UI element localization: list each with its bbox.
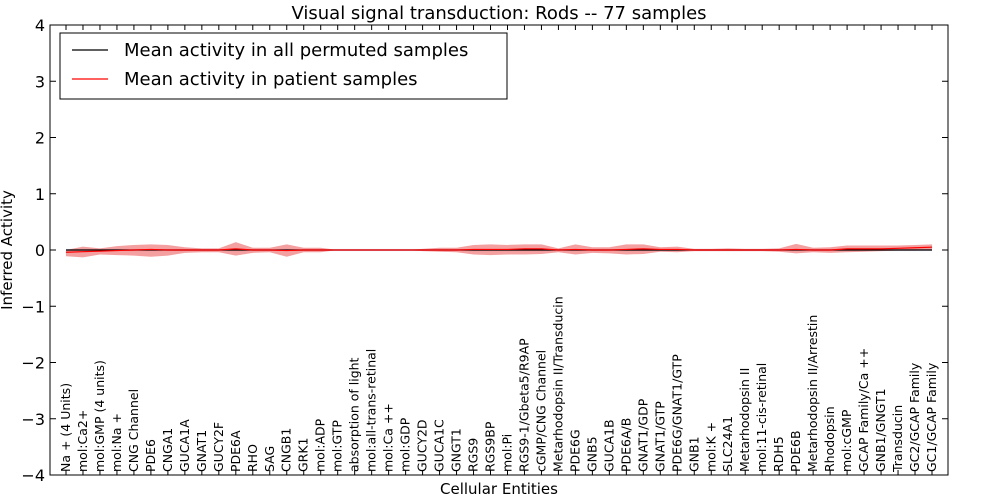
- y-tick-label: 0: [35, 241, 45, 260]
- x-category-label: mol:K +: [703, 422, 718, 472]
- x-category-label: mol:GDP: [398, 417, 413, 472]
- x-category-label: CNGB1: [279, 428, 294, 472]
- x-category-label: PDE6: [143, 439, 158, 472]
- y-tick-label: 4: [35, 16, 45, 35]
- x-category-label: GRK1: [296, 437, 311, 472]
- x-category-label: GUCY2F: [211, 422, 226, 472]
- y-axis-label: Inferred Activity: [0, 190, 16, 310]
- x-category-label: GUCA1A: [177, 419, 192, 472]
- x-category-label: PDE6A/B: [618, 418, 633, 472]
- x-category-label: mol:Ca2+: [75, 410, 90, 472]
- legend: Mean activity in all permuted samplesMea…: [59, 32, 508, 100]
- y-tick-label: 1: [35, 185, 45, 204]
- x-category-label: GNB1/GNGT1: [873, 388, 888, 472]
- x-category-label: RDH5: [771, 436, 786, 472]
- legend-entry-label: Mean activity in all permuted samples: [124, 40, 468, 61]
- x-category-label: Transducin: [890, 405, 905, 473]
- x-category-label: CNG Channel: [126, 389, 141, 472]
- x-category-label: GNAT1: [194, 430, 209, 472]
- x-category-label: RGS9-1/Gbeta5/R9AP: [516, 338, 531, 472]
- x-category-label: mol:GMP (4 units): [92, 360, 107, 472]
- y-tick-label: −4: [21, 466, 45, 485]
- x-category-label: PDE6G/GNAT1/GTP: [669, 354, 684, 472]
- x-category-label: mol:Pi: [499, 434, 514, 472]
- x-category-label: RHO: [245, 444, 260, 472]
- x-category-label: SAG: [262, 446, 277, 472]
- x-category-label: absorption of light: [347, 357, 362, 472]
- patient-mean-line: [65, 246, 933, 253]
- x-category-label: Rhodopsin: [822, 406, 837, 472]
- x-category-label: GNB5: [584, 436, 599, 472]
- y-tick-label: 2: [35, 129, 45, 148]
- x-category-label: mol:GTP: [330, 420, 345, 472]
- x-category-label: SLC24A1: [720, 416, 735, 472]
- x-category-label: PDE6A: [228, 430, 243, 472]
- chart-title: Visual signal transduction: Rods -- 77 s…: [291, 3, 706, 24]
- x-category-label: Metarhodopsin II: [737, 368, 752, 472]
- x-category-label: mol:Ca ++: [381, 403, 396, 472]
- x-category-label: GUCY2D: [415, 419, 430, 472]
- x-category-label: cGMP/CNG Channel: [533, 350, 548, 472]
- x-category-label: CNGA1: [160, 428, 175, 472]
- x-category-label: RGS9BP: [483, 421, 498, 472]
- x-category-label: GUCA1C: [432, 419, 447, 472]
- y-tick-label: −1: [21, 297, 45, 316]
- y-tick-label: 3: [35, 72, 45, 91]
- legend-box: [59, 32, 508, 100]
- x-axis-label: Cellular Entities: [440, 480, 558, 498]
- x-category-label: Metarhodopsin II/Transducin: [550, 296, 565, 472]
- x-category-label: PDE6B: [788, 430, 803, 472]
- x-category-label: GUCA1B: [601, 419, 616, 472]
- x-category-label: GNAT1/GDP: [635, 398, 650, 472]
- x-category-label: GC1/GCAP Family: [924, 362, 939, 472]
- x-category-label: mol:ADP: [313, 418, 328, 472]
- x-category-label: mol:Na +: [109, 413, 124, 472]
- y-tick-label: −2: [21, 354, 45, 373]
- x-category-label: GNB1: [686, 436, 701, 472]
- x-category-label: mol:11-cis-retinal: [754, 363, 769, 472]
- x-category-label: RGS9: [466, 438, 481, 472]
- x-category-label: mol:cGMP: [839, 409, 854, 472]
- x-category-label: Na + (4 Units): [58, 383, 73, 472]
- x-category-label: Metarhodopsin II/Arrestin: [805, 315, 820, 472]
- x-category-label: GNAT1/GTP: [652, 401, 667, 472]
- x-category-label: GCAP Family/Ca ++: [856, 348, 871, 472]
- x-category-label: GC2/GCAP Family: [907, 362, 922, 472]
- legend-entry-label: Mean activity in patient samples: [124, 69, 418, 90]
- x-category-label: mol:all-trans-retinal: [364, 349, 379, 472]
- x-category-label: GNGT1: [449, 428, 464, 472]
- y-tick-label: −3: [21, 410, 45, 429]
- x-category-label: PDE6G: [567, 429, 582, 472]
